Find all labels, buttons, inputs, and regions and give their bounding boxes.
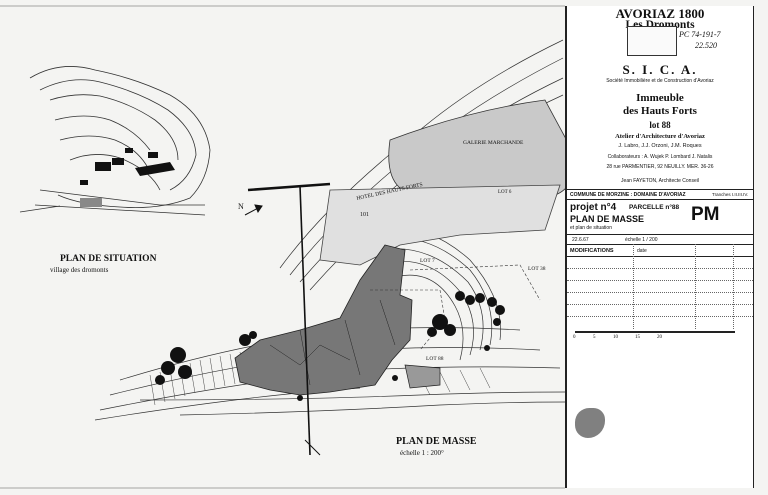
hauts-forts-title: des Hauts Forts [623, 105, 697, 117]
collaborateurs: Collaborateurs : A. Wujek P. Lombard J. … [607, 154, 713, 160]
projet-number: projet n°4 [570, 202, 617, 213]
building-inner-lines [269, 299, 396, 386]
architecte-conseil: Jean FAYETON, Architecte Conseil [621, 178, 699, 184]
plan-situation-subtitle: village des dromonts [50, 266, 109, 274]
section-lines [247, 182, 331, 456]
situation-highlight [80, 198, 102, 207]
plan-masse-title: PLAN DE MASSE [396, 436, 477, 447]
north-label: N [238, 202, 244, 211]
date-value: 22.6.67 [572, 237, 589, 243]
tranches: Tranches I.II.III.IV. [712, 192, 749, 197]
commune: COMMUNE DE MORZINE : DOMAINE D'AVORIAZ [570, 192, 686, 198]
situation-buildings [80, 148, 175, 185]
trees [155, 291, 505, 401]
plan-situation-title: PLAN DE SITUATION [60, 254, 157, 264]
stamp [627, 26, 677, 56]
label-galerie-marchande: GALERIE MARCHANDE [463, 140, 524, 146]
lot-88-title: lot 88 [649, 120, 671, 130]
label-lot-88: LOT 88 [426, 356, 444, 362]
title-block: AVORIAZ 1800 Les Dromonts PC 74-191-7 22… [565, 6, 754, 488]
site-plan-drawing [0, 5, 565, 489]
et-plan-situation: et plan de situation [570, 225, 612, 231]
echelle-value: échelle 1 / 200 [625, 237, 658, 243]
atelier-title: Atelier d'Architecture d'Avoriaz [615, 133, 705, 140]
architects: J. Labro, J.J. Orzoni, J.M. Roques [618, 143, 702, 149]
handwritten-ref-1: PC 74-191-7 [679, 30, 721, 39]
label-101: 101 [360, 212, 369, 218]
sica-subtitle: Société Immobilière et de Construction d… [606, 78, 714, 84]
plan-masse-scale: échelle 1 : 200° [400, 449, 444, 457]
hotel-footprint [319, 184, 561, 266]
north-arrow [244, 204, 263, 216]
sica-title: S. I. C. A. [622, 62, 698, 77]
galerie-marchande-footprint [388, 99, 565, 196]
handwritten-ref-2: 22.520 [695, 41, 717, 50]
address: 28 rue PARMENTIER, 92 NEUILLY. MER. 36-2… [606, 164, 714, 170]
date-label: date [637, 248, 647, 254]
title-avoriaz: AVORIAZ 1800 [615, 6, 705, 21]
scale-bar [575, 331, 735, 333]
scale-tick-15: 15 [635, 335, 640, 340]
label-lot-38: LOT 38 [528, 266, 546, 272]
scale-tick-20: 20 [657, 335, 662, 340]
sheet-edges [0, 5, 565, 489]
parcelle: PARCELLE n°88 [629, 204, 680, 211]
modifications-label: MODIFICATIONS [570, 248, 614, 254]
label-lot-7: LOT 7 [420, 258, 435, 264]
label-lot-6: LOT 6 [498, 190, 512, 195]
lot-boundaries [370, 264, 541, 351]
immeuble-title: Immeuble [636, 92, 684, 104]
ink-stain [575, 408, 605, 438]
pm-code: PM [691, 204, 720, 225]
lot-88-annex [404, 364, 441, 389]
scale-tick-10: 10 [613, 335, 618, 340]
scale-tick-0: 0 [573, 335, 576, 340]
scale-tick-5: 5 [593, 335, 596, 340]
plan-masse-label: PLAN DE MASSE [570, 214, 645, 224]
